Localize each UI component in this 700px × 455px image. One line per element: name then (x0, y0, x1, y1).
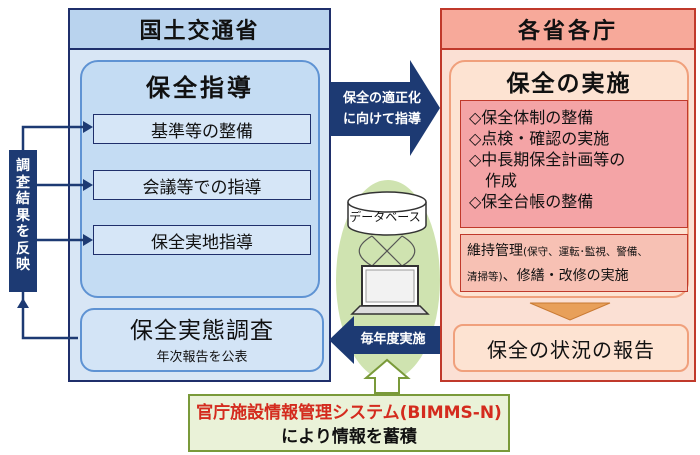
database-icon (347, 191, 427, 236)
survey-subtitle: 年次報告を公表 (156, 349, 248, 365)
guidance-arrow-label: 保全の適正化 に向けて指導 (330, 88, 434, 138)
ministries-header: 各省各庁 (440, 8, 696, 50)
sync-lines (358, 235, 416, 267)
arrowhead-top (83, 121, 93, 133)
guidance-title: 保全指導 (146, 73, 254, 102)
mlit-header: 国土交通省 (68, 8, 331, 50)
feedback-arrowheads (17, 121, 93, 308)
guidance-arrow-label-line2: に向けて指導 (342, 112, 421, 127)
impl-item: ◇点検・確認の実施 (469, 129, 610, 148)
guidance-item-standards: 基準等の整備 (93, 114, 311, 144)
maintenance-line2-main: 、修繕・改修の実施 (502, 268, 629, 284)
laptop-icon (350, 265, 430, 315)
feedback-connectors (21, 125, 86, 340)
guidance-item-meetings: 会議等での指導 (93, 170, 311, 200)
system-up-arrow (363, 358, 411, 394)
maintenance-line2-small: 清掃等) (467, 271, 503, 283)
feedback-bar: 調査結果を反映 (9, 150, 37, 292)
survey-title: 保全実態調査 (130, 318, 274, 344)
impl-item: ◇保全体制の整備 (469, 108, 594, 127)
feedback-line-top (21, 125, 86, 150)
arrowhead-up (17, 298, 29, 308)
implementation-list: ◇保全体制の整備 ◇点検・確認の実施 ◇中長期保全計画等の 作成 ◇保全台帳の整… (460, 100, 688, 228)
system-description: により情報を蓄積 (281, 427, 417, 447)
feedback-label: 調査結果を反映 (16, 158, 30, 273)
report-arrow (329, 316, 440, 364)
implementation-title: 保全の実施 (506, 71, 632, 97)
system-name: 官庁施設情報管理システム(BIMMS-N) (196, 403, 502, 423)
survey-box (80, 308, 324, 372)
survey-line (21, 292, 78, 340)
impl-item: 作成 (469, 171, 518, 190)
maintenance-box: 維持管理(保守、運転･監視、警備、 清掃等)、修繕・改修の実施 (460, 234, 688, 292)
report-arrow-label: 毎年度実施 (360, 331, 426, 347)
maintenance-paren: (保守、運転･監視、警備、 (523, 246, 648, 258)
bimms-system-box: 官庁施設情報管理システム(BIMMS-N) により情報を蓄積 (188, 394, 510, 452)
maintenance-main: 維持管理 (467, 243, 523, 259)
impl-to-report-arrow (529, 302, 611, 321)
impl-item: ◇保全台帳の整備 (469, 192, 594, 211)
database-label: データベース (349, 209, 421, 224)
guidance-item-onsite: 保全実地指導 (93, 225, 311, 255)
arrowhead-bottom (83, 234, 93, 246)
arrowhead-middle (83, 179, 93, 191)
guidance-arrow-label-line1: 保全の適正化 (342, 91, 421, 106)
impl-item: ◇中長期保全計画等の (469, 150, 626, 169)
status-report-box: 保全の状況の報告 (453, 324, 689, 372)
guidance-arrow (330, 60, 440, 156)
